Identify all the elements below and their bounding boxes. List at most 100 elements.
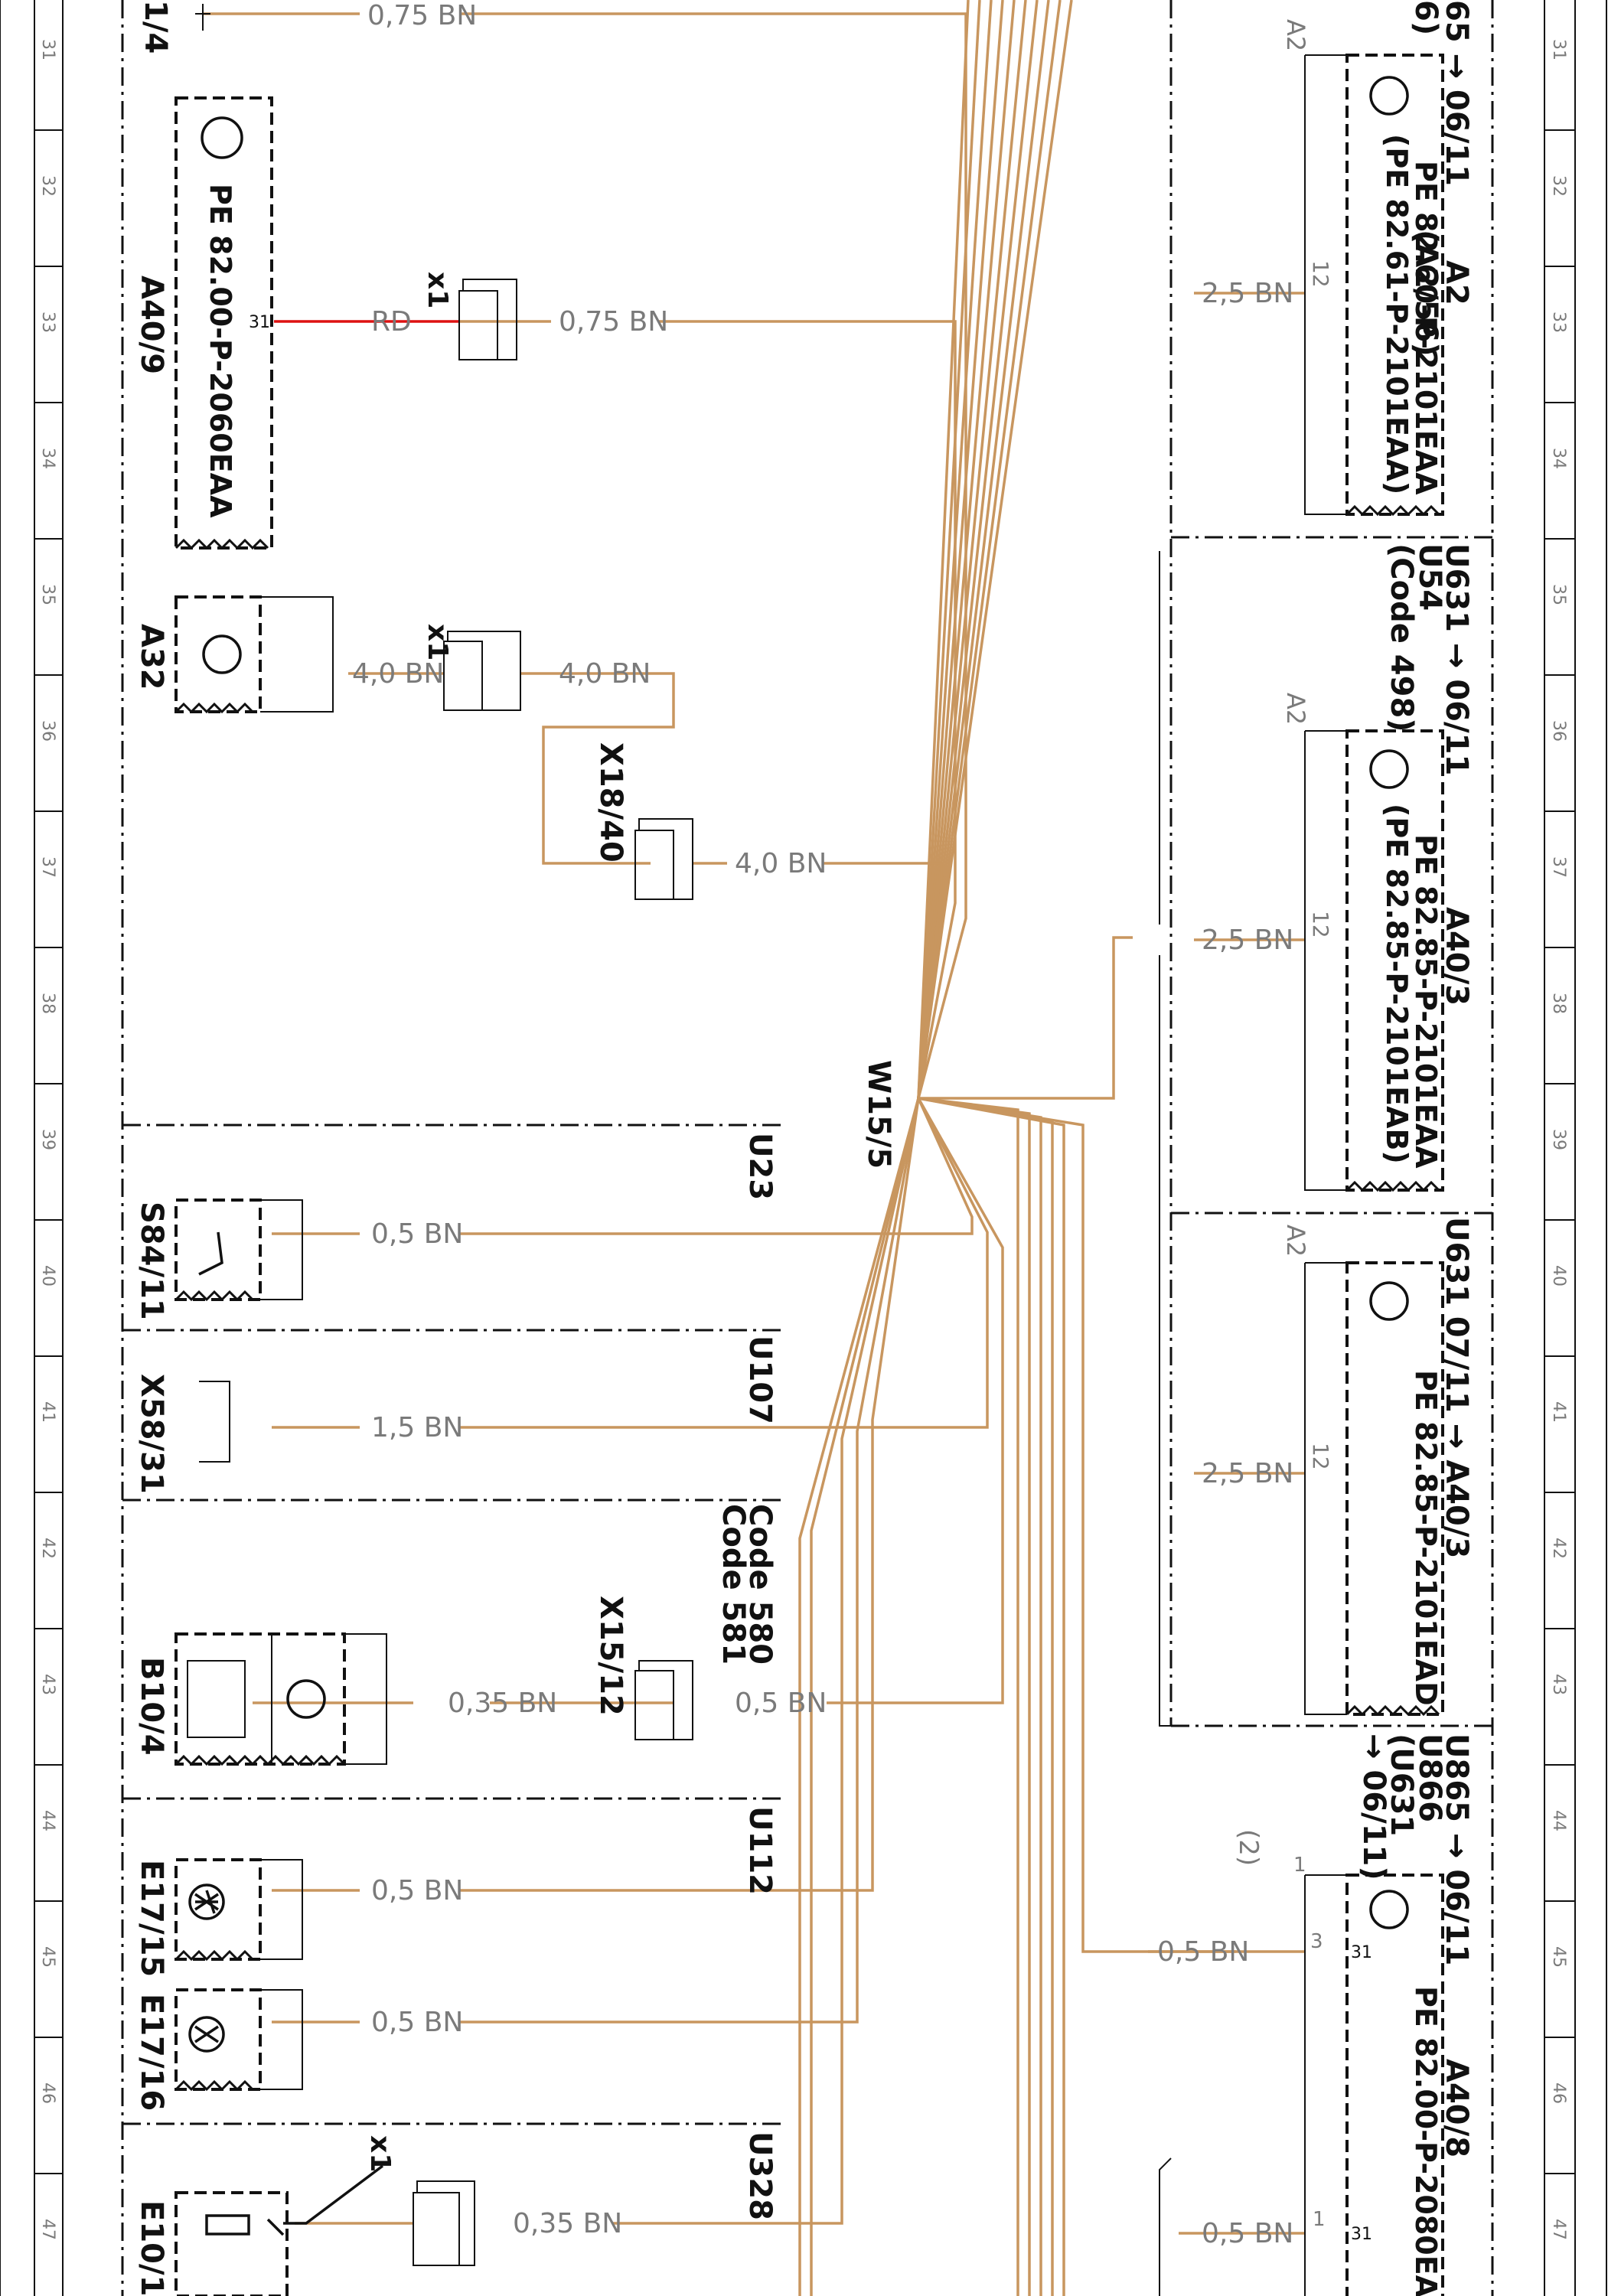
ruler-label-right: 36: [1549, 720, 1568, 742]
a40-3-header3: (Code 498): [1384, 543, 1419, 732]
wire-a32-2: 4,0 BN: [559, 658, 651, 690]
a2-ref1: PE 82.60-P-2101EAA: [1409, 161, 1443, 495]
wire-a32-1: 4,0 BN: [352, 658, 444, 690]
a40-3-side: A2: [1281, 693, 1310, 725]
ruler-label-right: 40: [1549, 1265, 1568, 1287]
ruler-label-right: 44: [1549, 1810, 1568, 1831]
a40-8-header2: U866: [1412, 1733, 1447, 1822]
ruler-label-right: 43: [1549, 1674, 1568, 1695]
ruler-label-right: 38: [1549, 993, 1568, 1014]
wire-e10-1: 0,35 BN: [513, 2208, 622, 2239]
group-u107: U107: [742, 1336, 778, 1424]
a40-8-pin-c: 31: [1351, 1943, 1372, 1962]
ruler-label-left: 40: [38, 1265, 57, 1287]
a40-3b-side: A2: [1281, 1225, 1310, 1257]
wire-label-top: 0,75 BN: [367, 0, 477, 31]
a2-title2: (A2/56): [1408, 230, 1443, 357]
group-code-581: Code 581: [716, 1504, 751, 1665]
a40-8-header1: U865 → 06/11: [1439, 1733, 1474, 1965]
ruler-label-right: 31: [1549, 39, 1568, 60]
a40-9-box: [174, 96, 273, 550]
a40-3-title: A40/3: [1439, 907, 1474, 1006]
a40-8-wire: 0,5 BN: [1157, 1936, 1249, 1968]
wire-bundle-w15-5: [203, 0, 1305, 2296]
ruler-label-right: 32: [1549, 175, 1568, 197]
group-u328: U328: [742, 2131, 778, 2220]
pin-a40-9: 31: [249, 313, 270, 332]
a40-8-header4: → 06/11): [1356, 1733, 1391, 1880]
a40-8-pin-a: 1: [1293, 1854, 1306, 1877]
ruler-label-left: 44: [38, 1810, 57, 1831]
wire-b10-4-1: 0,35 BN: [448, 1688, 557, 1719]
ruler-label-left: 45: [38, 1946, 57, 1968]
a2-ref2: (PE 82.61-P-2101EAA): [1380, 134, 1414, 494]
a40-8-title: A40/8: [1439, 2059, 1474, 2157]
conn-a40-9: x1: [422, 272, 453, 308]
a40-8-pin-b: 3: [1310, 1930, 1323, 1953]
wire-x58-31: 1,5 BN: [371, 1412, 463, 1443]
a2-header-partial: 6): [1408, 0, 1443, 35]
label-s84-11: S84/11: [134, 1202, 169, 1320]
a40-3b-box: [1345, 1261, 1444, 1716]
ruler-label-left: 42: [38, 1538, 57, 1559]
ruler-label-right: 46: [1549, 2082, 1568, 2104]
label-x58-31: X58/31: [134, 1374, 169, 1494]
a2-pin: 12: [1308, 260, 1333, 288]
ruler-label-left: 43: [38, 1674, 57, 1695]
ruler-label-right: 41: [1549, 1401, 1568, 1423]
ruler-label-right: 34: [1549, 448, 1568, 469]
label-top-partial: 1/4: [138, 0, 173, 54]
wire-s84-11: 0,5 BN: [371, 1218, 463, 1250]
ruler-label-right: 39: [1549, 1129, 1568, 1150]
a40-8-header3: (U631: [1384, 1733, 1419, 1836]
wire-b10-4-2: 0,5 BN: [735, 1688, 827, 1719]
a40-3-box: [1345, 729, 1444, 1192]
wire-e17-16: 0,5 BN: [371, 2007, 463, 2038]
ruler-label-left: 41: [38, 1401, 57, 1423]
ruler-label-left: 35: [38, 584, 57, 605]
ruler-label-left: 38: [38, 993, 57, 1014]
a40-3-header1: U631 → 06/11: [1439, 543, 1474, 775]
conn-a32: x1: [422, 624, 453, 660]
ruler-label-right: 35: [1549, 584, 1568, 605]
ruler-label-left: 46: [38, 2082, 57, 2104]
a2-title: A2: [1439, 260, 1474, 305]
a40-3-header2: U54: [1412, 543, 1447, 611]
group-borders: [121, 0, 1494, 2296]
label-e10-1: E10/1: [134, 2200, 169, 2296]
ruler-label-left: 34: [38, 448, 57, 469]
a2-top-box: [1345, 54, 1444, 516]
label-w15-5: W15/5: [861, 1060, 896, 1169]
ruler-label-right: 42: [1549, 1538, 1568, 1559]
a2-wire: 2,5 BN: [1202, 278, 1293, 309]
ref-a40-9: PE 82.00-P-2060EAA: [204, 184, 237, 518]
s84-11-box: [174, 1199, 262, 1301]
ruler-label-left: 47: [38, 2219, 57, 2240]
a40-3b-wire: 2,5 BN: [1202, 1458, 1293, 1489]
a40-3-wire: 2,5 BN: [1202, 925, 1293, 956]
group-u112: U112: [742, 1806, 778, 1895]
ruler-label-right: 47: [1549, 2219, 1568, 2240]
ruler-label-left: 39: [38, 1129, 57, 1150]
a40-8-wire2: 0,5 BN: [1202, 2218, 1293, 2249]
label-b10-4: B10/4: [134, 1657, 169, 1756]
e17-16-box: [174, 1988, 262, 2091]
a40-8-pin-e: 1: [1313, 2208, 1326, 2231]
label-e17-16: E17/16: [134, 1994, 169, 2111]
wire-x18-40: 4,0 BN: [735, 848, 827, 879]
group-u23: U23: [742, 1133, 778, 1200]
ruler-label-left: 33: [38, 311, 57, 333]
label-a32: A32: [134, 624, 169, 690]
e17-15-box: [174, 1858, 262, 1961]
ruler-label-left: 37: [38, 856, 57, 878]
ruler-label-left: 32: [38, 175, 57, 197]
a40-8-box: [1345, 1874, 1444, 2296]
a40-3-ref2: (PE 82.85-P-2101EAB): [1380, 804, 1414, 1164]
a40-3b-ref1: PE 82.85-P-2101EAD: [1409, 1370, 1443, 1706]
label-e17-15: E17/15: [134, 1860, 169, 1977]
b10-4-box: [174, 1632, 346, 1766]
wire-red-label: RD: [371, 306, 412, 338]
ruler-label-left: 31: [38, 39, 57, 60]
ruler-label-left: 36: [38, 720, 57, 742]
